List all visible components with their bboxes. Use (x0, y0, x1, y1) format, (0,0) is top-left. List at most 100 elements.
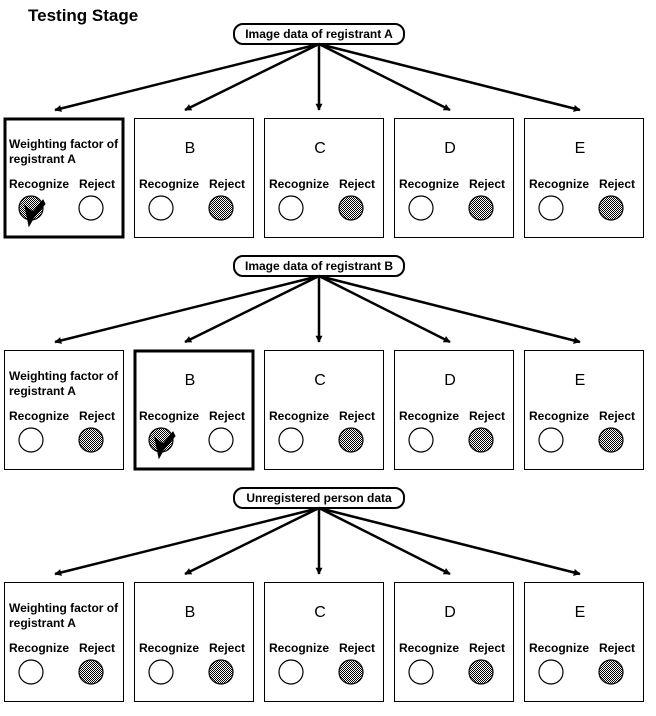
arrow (318, 274, 581, 344)
panel-title-line1: Weighting factor of (9, 369, 119, 383)
panel-border (133, 349, 255, 471)
recognize-indicator (538, 427, 564, 453)
panel-letter: C (314, 372, 326, 389)
reject-indicator (78, 659, 104, 685)
recognize-indicator (278, 195, 304, 221)
reject-indicator (468, 195, 494, 221)
checkmark-icon (24, 199, 46, 228)
reject-indicator (338, 427, 364, 453)
panel-letter: E (575, 604, 586, 621)
panel-letter: E (575, 372, 586, 389)
reject-label: Reject (469, 177, 505, 191)
recognize-indicator (408, 195, 434, 221)
weighting-panel: E Recognize Reject (524, 118, 644, 238)
reject-indicator (468, 427, 494, 453)
arrow (54, 274, 320, 344)
panel-letter: D (444, 372, 456, 389)
reject-label: Reject (79, 177, 115, 191)
arrow (318, 42, 581, 112)
recognize-indicator (408, 427, 434, 453)
arrow (184, 506, 320, 576)
stages-layer: Image data of registrant A Weighting fact… (3, 23, 644, 702)
reject-indicator (598, 659, 624, 685)
reject-label: Reject (599, 641, 635, 655)
reject-label: Reject (599, 177, 635, 191)
reject-indicator (208, 195, 234, 221)
reject-indicator (598, 195, 624, 221)
panel-letter: B (185, 140, 196, 157)
panel-letter: C (314, 140, 326, 157)
reject-label: Reject (209, 409, 245, 423)
recognize-indicator (148, 659, 174, 685)
arrow (54, 506, 320, 576)
arrow (184, 274, 320, 344)
recognize-label: Recognize (139, 641, 199, 655)
recognize-label: Recognize (9, 641, 69, 655)
recognize-indicator (18, 427, 44, 453)
reject-indicator (338, 195, 364, 221)
reject-indicator (208, 659, 234, 685)
panel-letter: B (185, 372, 196, 389)
arrow (184, 42, 320, 112)
recognize-label: Recognize (269, 641, 329, 655)
input-label: Image data of registrant A (245, 27, 393, 41)
recognize-indicator (278, 659, 304, 685)
panel-letter: D (444, 140, 456, 157)
reject-indicator (78, 195, 104, 221)
panel-letter: E (575, 140, 586, 157)
panel-title-line1: Weighting factor of (9, 601, 119, 615)
weighting-panel: B Recognize Reject (134, 118, 254, 238)
reject-label: Reject (209, 177, 245, 191)
reject-label: Reject (209, 641, 245, 655)
panel-letter: B (185, 604, 196, 621)
input-label: Unregistered person data (246, 491, 392, 505)
reject-label: Reject (79, 409, 115, 423)
weighting-panel: C Recognize Reject (264, 350, 384, 470)
reject-indicator (468, 659, 494, 685)
weighting-panel: D Recognize Reject (394, 118, 514, 238)
recognize-label: Recognize (529, 641, 589, 655)
reject-indicator (338, 659, 364, 685)
recognize-label: Recognize (269, 177, 329, 191)
recognize-label: Recognize (139, 177, 199, 191)
panel-title-line2: registrant A (9, 616, 76, 630)
reject-indicator (208, 427, 234, 453)
recognize-indicator (18, 659, 44, 685)
recognize-label: Recognize (399, 177, 459, 191)
weighting-panel: B Recognize Reject (133, 349, 255, 471)
recognize-indicator (278, 427, 304, 453)
reject-label: Reject (469, 409, 505, 423)
weighting-panel: D Recognize Reject (394, 350, 514, 470)
recognize-label: Recognize (139, 409, 199, 423)
recognize-label: Recognize (269, 409, 329, 423)
panel-title-line1: Weighting factor of (9, 137, 119, 151)
recognize-indicator (148, 195, 174, 221)
weighting-panel: E Recognize Reject (524, 582, 644, 702)
arrow (318, 42, 451, 112)
recognize-label: Recognize (399, 409, 459, 423)
page-title: Testing Stage (28, 6, 139, 25)
reject-label: Reject (339, 177, 375, 191)
arrow (318, 506, 581, 576)
reject-indicator (78, 427, 104, 453)
reject-label: Reject (339, 409, 375, 423)
reject-label: Reject (339, 641, 375, 655)
recognize-indicator (538, 659, 564, 685)
arrow (318, 506, 451, 576)
arrow (54, 42, 320, 112)
checkmark-icon (154, 431, 176, 460)
panel-letter: D (444, 604, 456, 621)
stage-group: Image data of registrant A Weighting fact… (3, 23, 644, 239)
reject-label: Reject (599, 409, 635, 423)
reject-label: Reject (79, 641, 115, 655)
arrow (318, 274, 451, 344)
recognize-label: Recognize (529, 177, 589, 191)
reject-label: Reject (469, 641, 505, 655)
